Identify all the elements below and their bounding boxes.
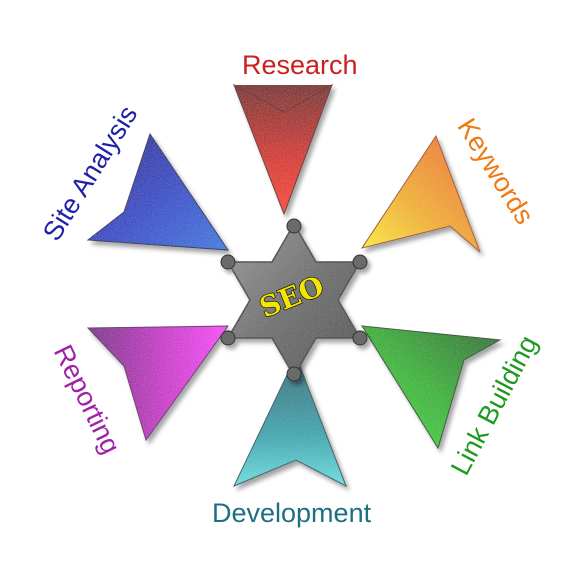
reporting-arrow <box>86 325 229 442</box>
link-building-arrow <box>361 325 502 450</box>
research-arrow <box>233 83 333 216</box>
development-arrow <box>232 354 347 488</box>
label-research: Research <box>242 50 358 80</box>
seo-star-badge <box>220 218 368 382</box>
label-development: Development <box>212 498 372 528</box>
site-analysis-arrow <box>86 132 229 251</box>
keywords-arrow <box>360 134 481 253</box>
